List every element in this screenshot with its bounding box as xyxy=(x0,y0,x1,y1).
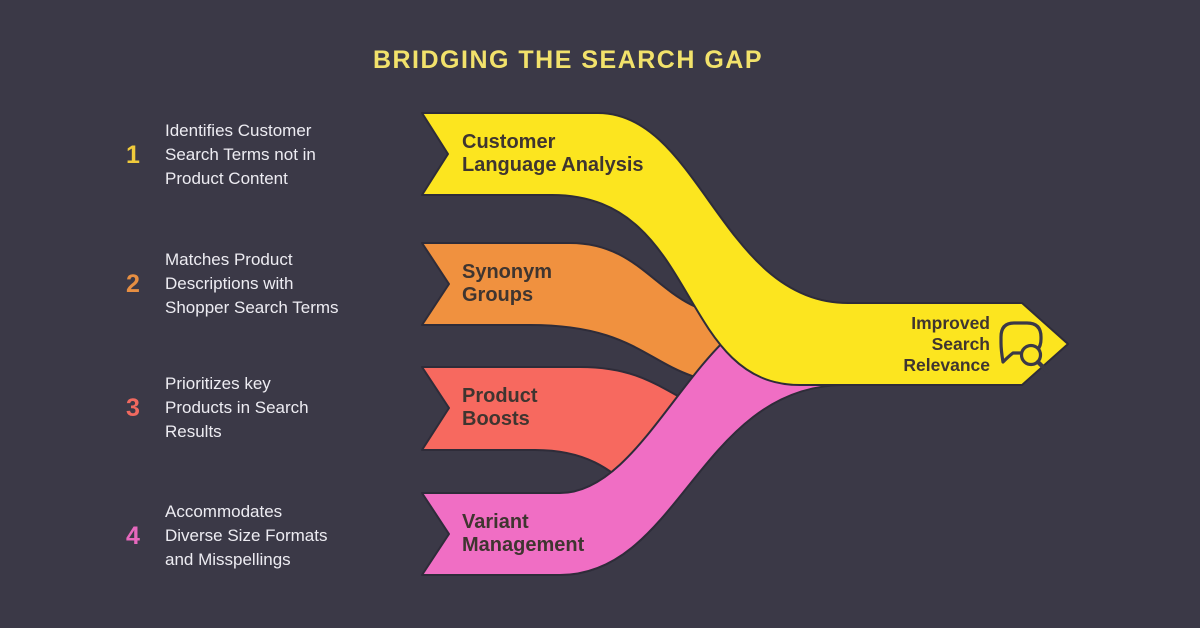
ribbon-label-variant-management: Variant Management xyxy=(462,511,585,556)
step-number-1: 1 xyxy=(126,141,140,169)
step-description-1: Identifies Customer Search Terms not in … xyxy=(165,121,316,188)
speech-bubble-search-icon xyxy=(999,321,1050,374)
ribbon-label-customer-language-analysis: Customer Language Analysis xyxy=(462,131,644,176)
step-number-2: 2 xyxy=(126,270,140,298)
page-title: BRIDGING THE SEARCH GAP xyxy=(372,46,764,74)
step-description-3: Prioritizes key Products in Search Resul… xyxy=(165,374,309,441)
step-description-4: Accommodates Diverse Size Formats and Mi… xyxy=(165,502,328,569)
magnifier-lens xyxy=(1019,343,1043,367)
ribbon-customer-language-analysis-arrow xyxy=(421,112,1069,386)
step-description-2: Matches Product Descriptions with Shoppe… xyxy=(165,250,339,317)
outcome-label-improved-search-relevance: Improved Search Relevance xyxy=(903,313,990,375)
step-number-4: 4 xyxy=(126,522,140,550)
step-number-3: 3 xyxy=(126,394,140,422)
ribbon-label-synonym-groups: Synonym Groups xyxy=(462,261,553,306)
magnifier-handle xyxy=(1035,359,1050,374)
ribbon-label-product-boosts: Product Boosts xyxy=(462,385,538,430)
